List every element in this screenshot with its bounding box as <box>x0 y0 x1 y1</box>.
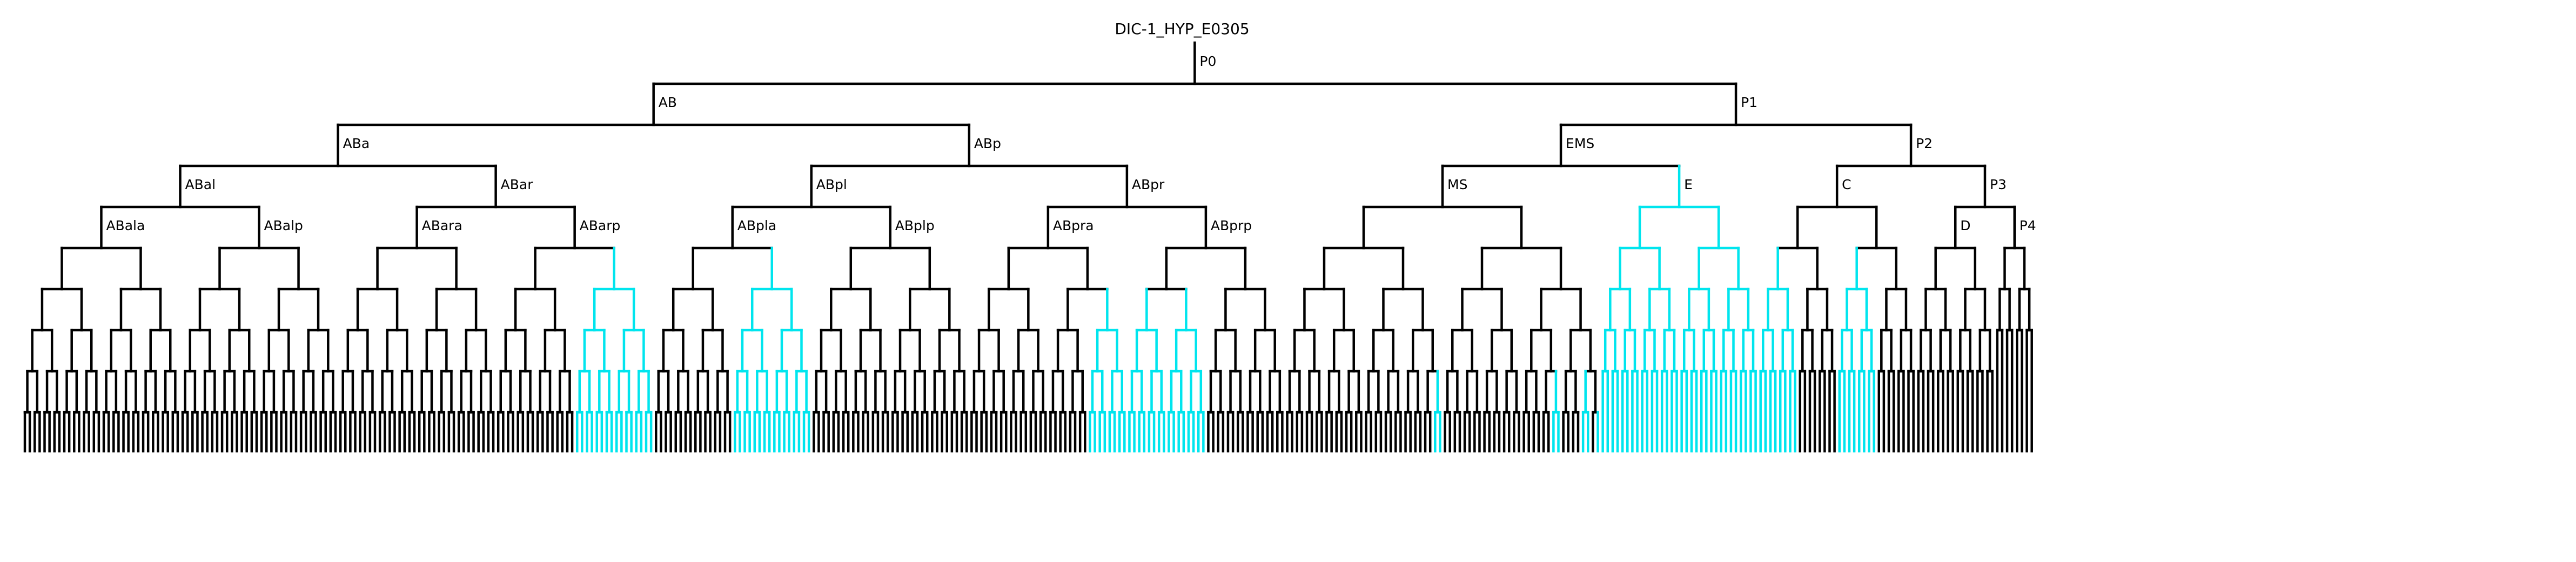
diagram-title: DIC-1_HYP_E0305 <box>1115 20 1249 38</box>
cell-label-AB: AB <box>659 95 677 110</box>
cell-label-ABpla: ABpla <box>737 218 776 233</box>
cell-label-ABala: ABala <box>106 218 145 233</box>
cell-label-E: E <box>1684 177 1693 192</box>
cell-label-ABplp: ABplp <box>895 218 935 233</box>
cell-label-C: C <box>1842 177 1851 192</box>
cell-label-ABalp: ABalp <box>264 218 303 233</box>
cell-label-ABpra: ABpra <box>1053 218 1094 233</box>
cell-label-ABpl: ABpl <box>816 177 847 192</box>
cell-label-ABarp: ABarp <box>580 218 621 233</box>
cell-label-P4: P4 <box>2020 218 2036 233</box>
cell-label-ABprp: ABprp <box>1211 218 1252 233</box>
cell-label-EMS: EMS <box>1566 136 1594 151</box>
cell-label-ABa: ABa <box>343 136 370 151</box>
cell-label-D: D <box>1960 218 1970 233</box>
cell-label-ABal: ABal <box>185 177 216 192</box>
cell-label-P0: P0 <box>1199 53 1216 69</box>
cell-label-MS: MS <box>1447 177 1467 192</box>
cell-label-ABar: ABar <box>501 177 534 192</box>
cell-label-ABpr: ABpr <box>1132 177 1165 192</box>
cell-label-P2: P2 <box>1916 136 1933 151</box>
cell-label-ABp: ABp <box>974 136 1001 151</box>
lineage-edges <box>23 41 2033 453</box>
cell-label-ABara: ABara <box>422 218 462 233</box>
cell-label-P1: P1 <box>1741 95 1757 110</box>
cell-label-P3: P3 <box>1990 177 2007 192</box>
